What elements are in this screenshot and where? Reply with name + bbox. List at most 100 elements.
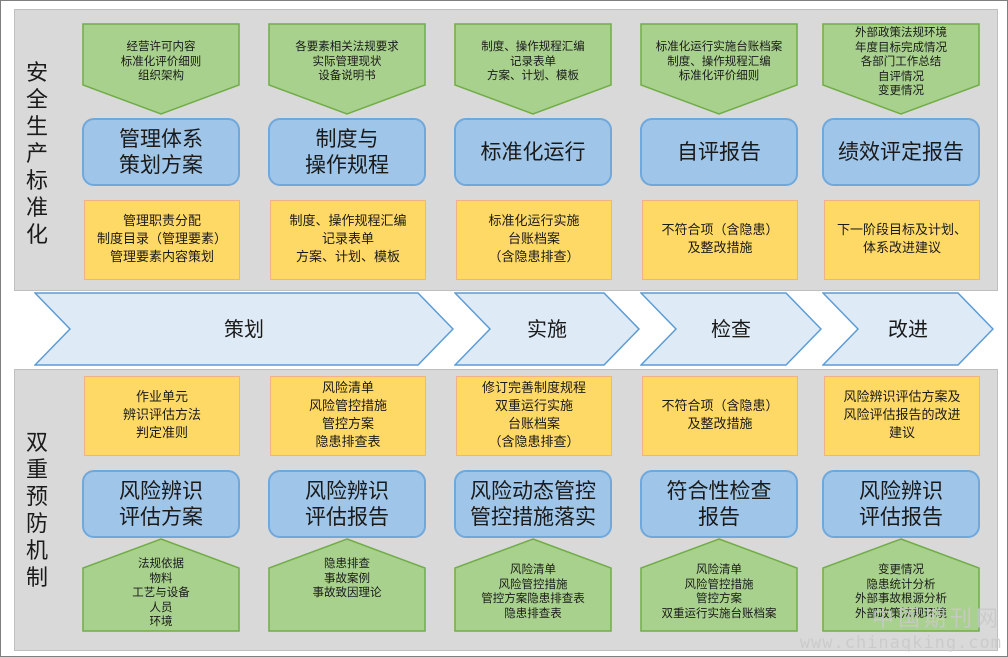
- top-output-box-title: 管理体系策划方案: [84, 126, 238, 178]
- text-line: 双重运行实施: [494, 399, 573, 414]
- bottom-output-box: 风险辨识评估报告: [822, 470, 980, 538]
- bottom-output-box-title: 风险辨识评估方案: [84, 478, 238, 530]
- side-label-char: 标: [25, 169, 48, 194]
- text-line: 作业单元: [135, 390, 188, 405]
- text-line: 风险辨识评估方案及: [843, 390, 961, 405]
- top-content-note-text: 制度、操作规程汇编记录表单方案、计划、模板: [273, 213, 423, 267]
- text-line: 自评情况: [878, 68, 924, 83]
- text-line: 风险管控措施: [498, 576, 568, 591]
- text-line: 下一阶段目标及计划、: [836, 223, 967, 238]
- bottom-input-pentagon: 风险清单风险管控措施管控方案双重运行实施台账档案: [640, 538, 798, 632]
- top-output-box: 标准化运行: [454, 118, 612, 186]
- text-line: 变更情况: [878, 83, 924, 97]
- top-input-pentagon: 标准化运行实施台账档案制度、操作规程汇编标准化评价细则: [640, 23, 798, 115]
- side-label-char: 双: [25, 431, 48, 456]
- top-content-note-text: 标准化运行实施台账档案（含隐患排查）: [459, 213, 609, 267]
- bottom-content-note: 风险清单风险管控措施管控方案隐患排查表: [270, 376, 426, 456]
- text-line: 制度与: [315, 127, 379, 151]
- top-content-note-text: 不符合项（含隐患）及整改措施: [645, 222, 795, 258]
- phase-arrow: 策划: [34, 292, 454, 366]
- bottom-input-pentagon: 隐患排查事故案例事故致因理论: [268, 538, 426, 632]
- side-label-char: 重: [25, 458, 48, 483]
- text-line: 隐患统计分析: [866, 576, 936, 591]
- top-output-box-title: 绩效评定报告: [824, 139, 978, 165]
- text-line: 风险辨识: [119, 479, 203, 503]
- text-line: 各部门工作总结: [860, 54, 942, 68]
- bottom-input-pentagon-shape: [640, 538, 798, 632]
- text-line: 双重运行实施台账档案: [661, 605, 777, 620]
- watermark: 中国期刊网 www.chinaqking.com: [800, 601, 1002, 653]
- text-line: 风险评估报告的改进: [843, 408, 961, 423]
- top-output-box-title: 自评报告: [642, 139, 796, 165]
- text-line: 体系改进建议: [862, 241, 941, 256]
- text-line: 管理体系: [119, 127, 203, 151]
- top-content-note-text: 管理职责分配制度目录（管理要素）管理要素内容策划: [87, 213, 237, 267]
- top-output-box-title: 标准化运行: [456, 139, 610, 165]
- text-line: 标准化评价细则: [678, 68, 760, 82]
- text-line: 管控方案隐患排查表: [481, 591, 585, 605]
- top-input-pentagon-shape: [82, 23, 240, 115]
- text-line: 风险清单: [696, 562, 742, 576]
- text-line: 工艺与设备: [132, 585, 190, 599]
- side-label-char: 制: [25, 566, 48, 591]
- top-input-pentagon-shape: [822, 23, 980, 115]
- bottom-input-pentagon-text: 风险清单风险管控措施管控方案双重运行实施台账档案: [640, 562, 798, 620]
- bottom-input-pentagon-shape: [454, 538, 612, 632]
- text-line: 法规依据: [138, 556, 184, 570]
- bottom-content-note: 风险辨识评估方案及风险评估报告的改进建议: [824, 376, 980, 456]
- phase-label: 检查: [711, 317, 751, 341]
- text-line: 风险辨识: [305, 479, 389, 503]
- side-label-top: 安全生产标准化: [18, 60, 56, 249]
- text-line: 隐患排查表: [504, 605, 562, 620]
- side-label-char: 全: [25, 88, 48, 113]
- text-line: 外部事故根源分析: [855, 591, 947, 605]
- phase-arrow-shape: [34, 292, 454, 366]
- text-line: 管理要素内容策划: [109, 250, 214, 265]
- side-label-char: 防: [25, 512, 48, 537]
- top-input-pentagon: 制度、操作规程汇编记录表单方案、计划、模板: [454, 23, 612, 115]
- text-line: 台账档案: [507, 232, 560, 247]
- text-line: 及整改措施: [687, 241, 753, 256]
- text-line: 风险管控措施: [308, 399, 387, 414]
- text-line: 判定准则: [135, 426, 188, 441]
- text-line: （含隐患排查）: [488, 250, 580, 265]
- top-output-box: 绩效评定报告: [822, 118, 980, 186]
- top-output-box: 自评报告: [640, 118, 798, 186]
- text-line: 风险管控措施: [684, 576, 754, 591]
- text-line: 实际管理现状: [312, 53, 382, 68]
- bottom-content-note-text: 风险清单风险管控措施管控方案隐患排查表: [273, 380, 423, 452]
- top-content-note: 下一阶段目标及计划、体系改进建议: [824, 200, 980, 280]
- top-input-pentagon-text: 经营许可内容标准化评价细则组织架构: [82, 39, 240, 83]
- top-input-pentagon: 外部政策法规环境年度目标完成情况各部门工作总结自评情况变更情况: [822, 23, 980, 115]
- text-line: 风险动态管控: [470, 479, 596, 503]
- phase-label: 实施: [527, 317, 567, 341]
- top-content-note: 管理职责分配制度目录（管理要素）管理要素内容策划: [84, 200, 240, 280]
- text-line: 记录表单: [510, 53, 556, 68]
- text-line: 及整改措施: [687, 417, 753, 432]
- bottom-input-pentagon-text: 风险清单风险管控措施管控方案隐患排查表隐患排查表: [454, 562, 612, 620]
- bottom-input-pentagon-shape: [82, 538, 240, 632]
- phase-arrow: 改进: [822, 292, 994, 366]
- text-line: 事故案例: [324, 570, 370, 585]
- phase-label: 改进: [888, 317, 928, 341]
- phase-arrow: 检查: [640, 292, 822, 366]
- text-line: 方案、计划、模板: [295, 250, 400, 265]
- text-line: 年度目标完成情况: [855, 39, 947, 54]
- text-line: 管控方案: [696, 591, 742, 605]
- top-input-pentagon-shape: [454, 23, 612, 115]
- text-line: 组织架构: [138, 68, 184, 82]
- bottom-output-box: 风险辨识评估报告: [268, 470, 426, 538]
- phase-arrow: 实施: [454, 292, 640, 366]
- phase-arrow-shape: [454, 292, 640, 366]
- text-line: 标准化运行: [480, 140, 586, 164]
- text-line: 管控方案: [321, 417, 374, 432]
- bottom-input-pentagon: 法规依据物料工艺与设备人员环境: [82, 538, 240, 632]
- text-line: 风险清单: [321, 381, 374, 396]
- text-line: 操作规程: [305, 153, 389, 177]
- bottom-output-box-title: 风险动态管控管控措施落实: [456, 478, 610, 530]
- text-line: 各要素相关法规要求: [295, 39, 399, 53]
- top-content-note: 标准化运行实施台账档案（含隐患排查）: [456, 200, 612, 280]
- bottom-output-box: 风险辨识评估方案: [82, 470, 240, 538]
- side-label-char: 生: [25, 115, 48, 140]
- text-line: 绩效评定报告: [838, 140, 964, 164]
